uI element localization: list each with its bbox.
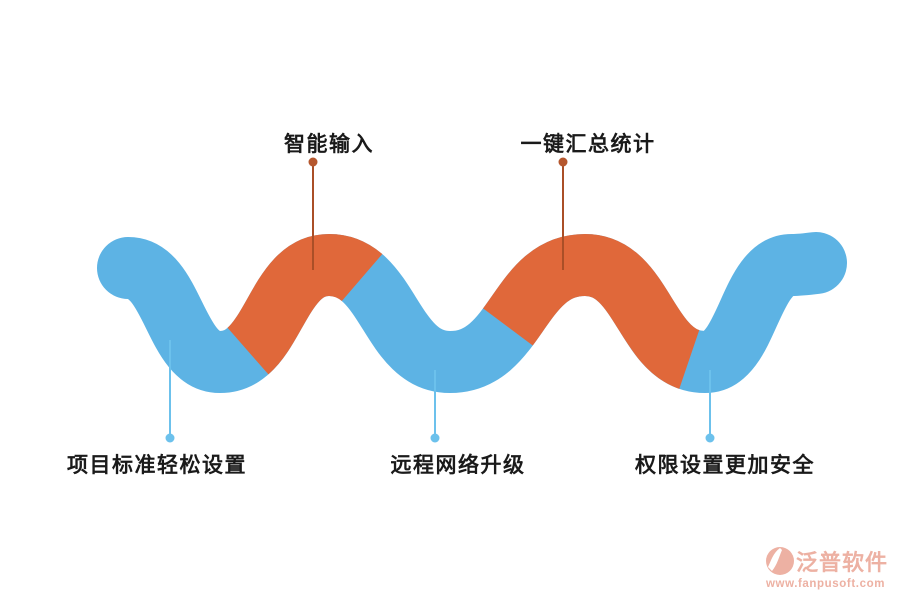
pointer-dot-permission-safe [705,433,715,443]
pointer-dot-smart-input [308,157,318,167]
fanpu-watermark[interactable]: 泛普软件 www.fanpusoft.com [766,545,898,590]
label-project-standard: 项目标准轻松设置 [67,454,247,477]
label-permission-safe: 权限设置更加安全 [635,454,815,477]
wave-ribbon-blue [97,232,847,393]
label-remote-upgrade: 远程网络升级 [390,454,526,477]
pointer-dot-remote-upgrade [430,433,440,443]
brand-name: 泛普软件 [796,550,889,575]
pointer-dot-summary-stats [558,157,568,167]
label-summary-stats: 一键汇总统计 [520,133,656,156]
pointer-dot-project-standard [165,433,175,443]
fanpu-logo-icon [766,547,794,575]
brand-url[interactable]: www.fanpusoft.com [766,578,886,590]
label-smart-input: 智能输入 [284,133,374,156]
